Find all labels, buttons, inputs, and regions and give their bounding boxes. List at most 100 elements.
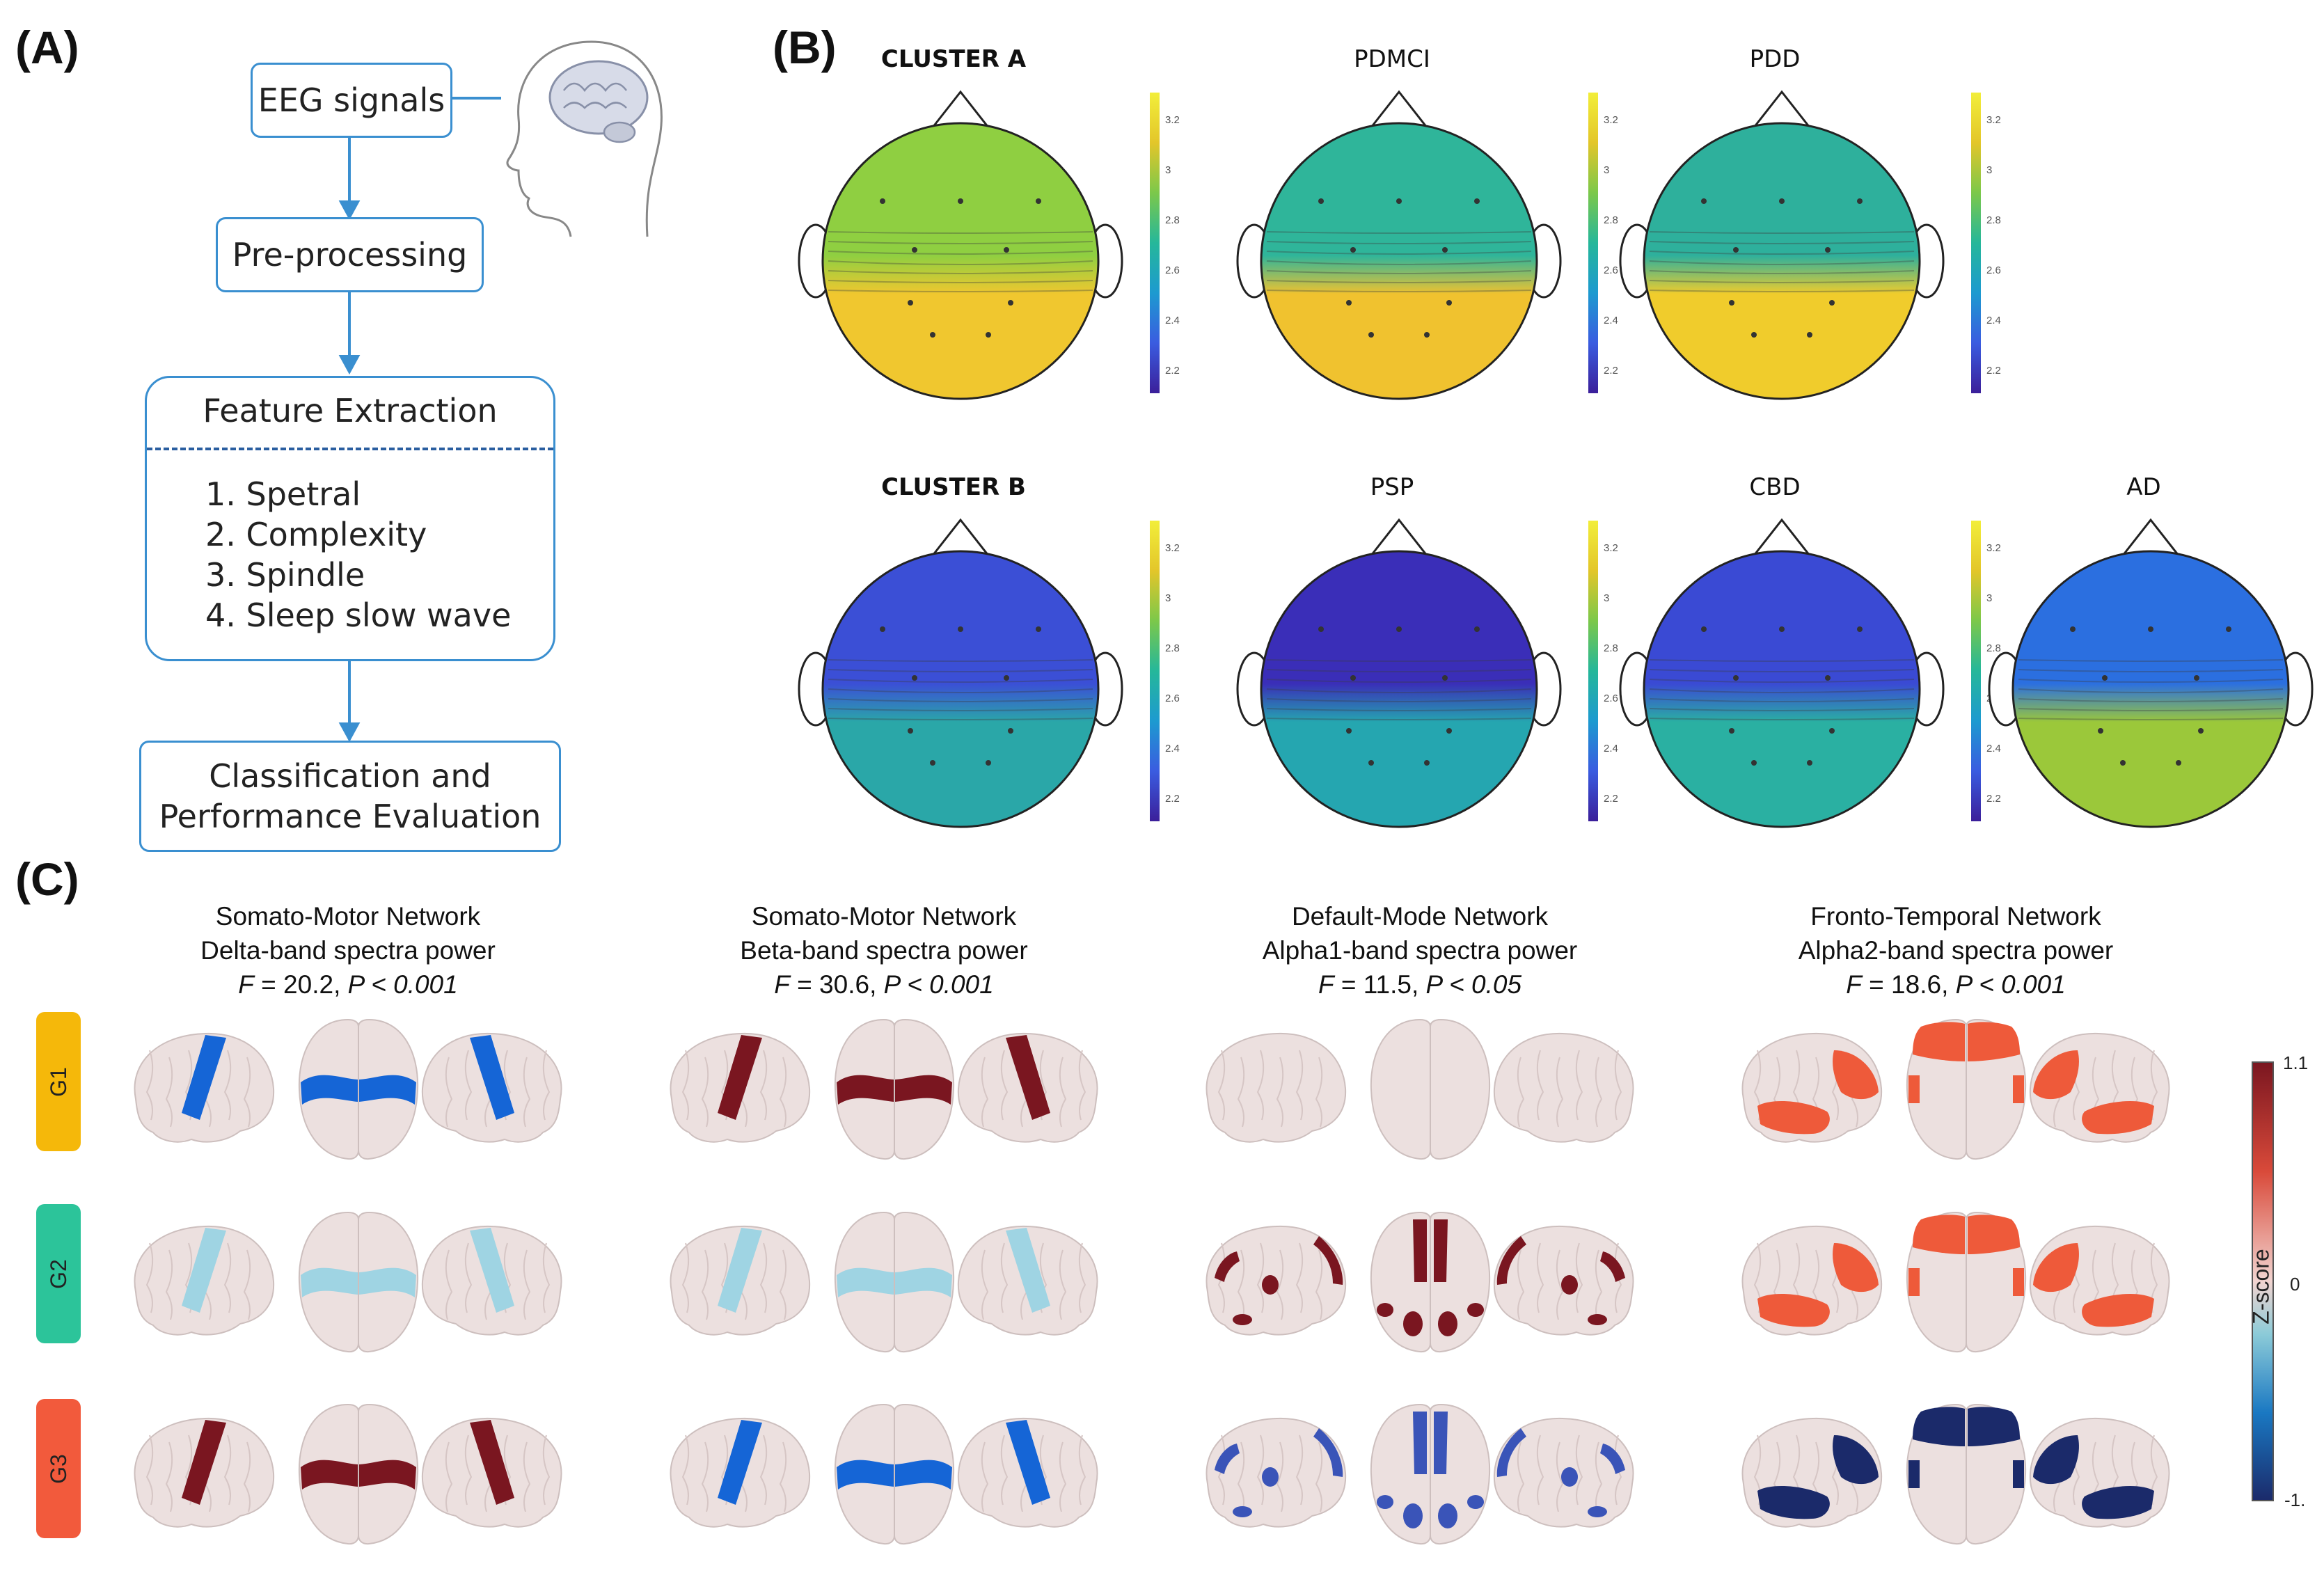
electrode — [1368, 760, 1374, 766]
contour — [1266, 260, 1532, 265]
lateral-brain-view — [670, 1032, 811, 1143]
contour — [828, 669, 1093, 672]
colorbar-tick: 2.2 — [1604, 365, 1618, 377]
feature-item: 2. Complexity — [205, 516, 427, 553]
electrode — [930, 760, 935, 766]
contour — [1649, 669, 1915, 672]
electrode — [958, 198, 963, 204]
contour — [1649, 698, 1915, 702]
contour — [1266, 669, 1532, 672]
zscore-colorbar — [2252, 1061, 2274, 1501]
electrode — [908, 728, 913, 734]
network-title: Default-Mode Network Alpha1-band spectra… — [1155, 899, 1684, 1002]
topomap — [1619, 90, 1945, 400]
electrode — [1857, 626, 1863, 632]
electrode — [1825, 675, 1831, 681]
contour — [828, 251, 1093, 255]
electrode — [2098, 728, 2103, 734]
dorsal-brain-view — [1906, 1211, 2027, 1353]
contour — [828, 241, 1093, 244]
contour — [828, 659, 1093, 662]
dorsal-brain-view — [1370, 1211, 1491, 1353]
contour — [828, 280, 1093, 283]
electrode — [908, 300, 913, 306]
feature-divider — [147, 448, 553, 450]
contour — [828, 679, 1093, 683]
electrode — [1729, 300, 1734, 306]
lateral-brain-view — [134, 1032, 275, 1143]
colorbar-tick: 3 — [1165, 164, 1171, 176]
nose — [1751, 518, 1812, 557]
electrode — [880, 626, 885, 632]
colorbar-tick: 2.4 — [1165, 743, 1180, 754]
network-name: Fronto-Temporal Network — [1810, 902, 2101, 931]
colorbar-gradient — [1588, 521, 1598, 821]
contour — [828, 708, 1093, 711]
contour — [1266, 231, 1532, 234]
topomap — [1236, 90, 1562, 400]
group-tag-g3: G3 — [36, 1399, 81, 1538]
contour — [1649, 290, 1915, 292]
colorbar-gradient — [1150, 93, 1160, 393]
colorbar-tick: 3.2 — [1165, 542, 1180, 554]
classification-line2: Performance Evaluation — [159, 798, 542, 835]
electrode — [1424, 760, 1430, 766]
dorsal-brain-view — [834, 1211, 955, 1353]
electrode — [1701, 626, 1707, 632]
contour — [828, 688, 1093, 693]
colorbar-tick: 2.6 — [1165, 264, 1180, 276]
network-title: Fronto-Temporal Network Alpha2-band spec… — [1691, 899, 2220, 1002]
contour — [1649, 688, 1915, 693]
classification-box: Classification and Performance Evaluatio… — [139, 741, 561, 852]
contour — [2018, 679, 2284, 683]
dorsal-brain-view — [298, 1403, 419, 1545]
electrode — [1829, 300, 1835, 306]
topomap-title: CLUSTER A — [880, 45, 1027, 73]
colorbar-gradient — [1971, 93, 1981, 393]
contour — [828, 718, 1093, 720]
lateral-brain-view — [2029, 1225, 2170, 1336]
colorbar-gradient — [1971, 521, 1981, 821]
dorsal-brain-view — [834, 1018, 955, 1160]
scalp — [1260, 122, 1538, 400]
dorsal-brain-view — [1906, 1403, 2027, 1545]
contour — [1266, 270, 1532, 274]
contour — [2018, 698, 2284, 702]
colorbar-tick: 2.8 — [1986, 214, 2001, 226]
electrode — [986, 760, 991, 766]
contour — [1649, 659, 1915, 662]
contour — [1649, 251, 1915, 255]
electrode — [1829, 728, 1835, 734]
nose — [1751, 90, 1812, 129]
contour — [1266, 688, 1532, 693]
colorbar-tick: 2.2 — [1604, 793, 1618, 805]
nose — [1368, 90, 1430, 129]
topomap — [798, 518, 1123, 828]
contour — [2018, 718, 2284, 720]
contour — [1266, 280, 1532, 283]
network-band: Beta-band spectra power — [740, 936, 1028, 965]
pre-processing-box: Pre-processing — [216, 217, 484, 292]
lateral-brain-view — [2029, 1032, 2170, 1143]
lateral-brain-view — [2029, 1417, 2170, 1528]
contour — [1266, 290, 1532, 292]
network-stat: F = 11.5, P < 0.05 — [1318, 970, 1522, 999]
topomap-title: PDD — [1749, 45, 1801, 73]
contour — [1266, 251, 1532, 255]
electrode — [1446, 300, 1452, 306]
electrode — [1004, 675, 1009, 681]
colorbar-tick: 2.4 — [1986, 743, 2001, 754]
colorbar-tick: 3.2 — [1986, 542, 2001, 554]
electrode — [1751, 332, 1757, 338]
colorbar-tick: 2.8 — [1165, 214, 1180, 226]
contour — [1649, 708, 1915, 711]
electrode — [912, 247, 917, 253]
colorbar-tick: 2.2 — [1165, 793, 1180, 805]
electrode — [1701, 198, 1707, 204]
lateral-brain-view — [957, 1417, 1098, 1528]
zscore-min: -1. — [2284, 1489, 2306, 1510]
lateral-brain-view — [1493, 1417, 1634, 1528]
lateral-brain-view — [421, 1417, 562, 1528]
network-stat: F = 20.2, P < 0.001 — [238, 970, 458, 999]
zscore-max: 1.1 — [2283, 1052, 2309, 1073]
